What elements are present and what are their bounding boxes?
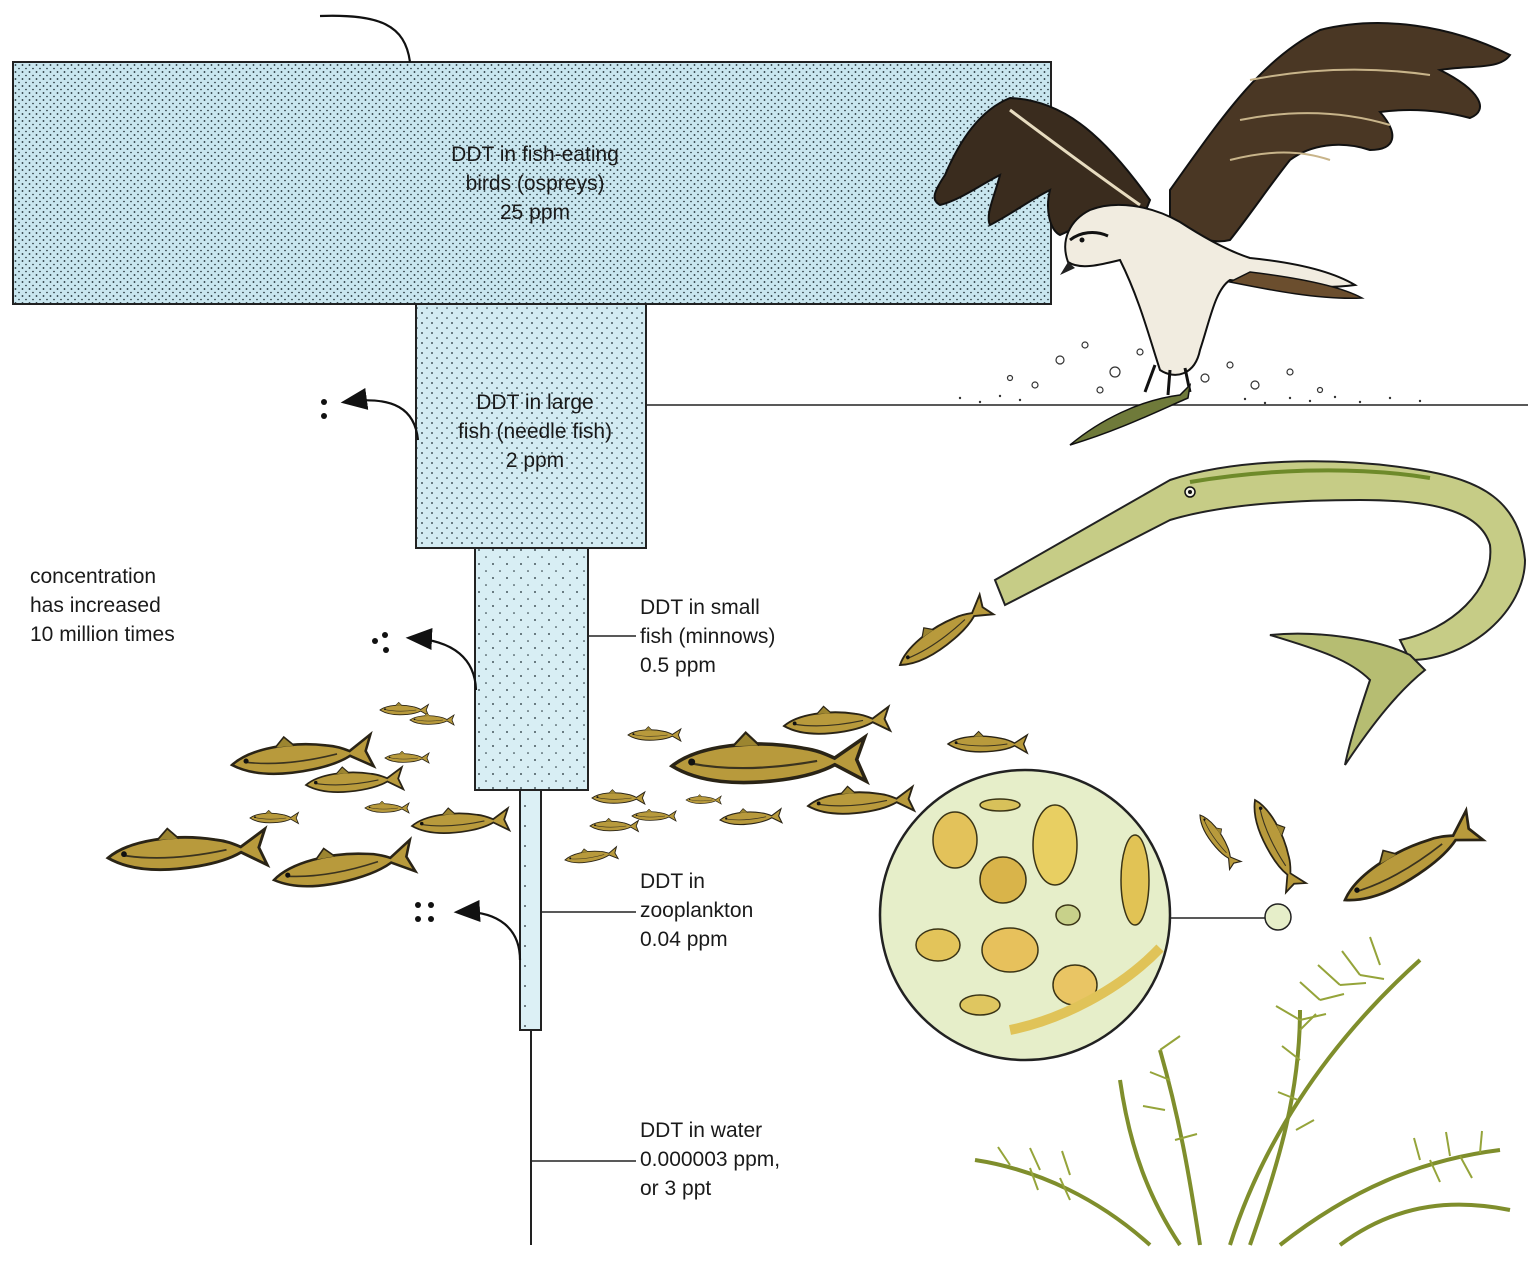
zooplankton-arrow bbox=[458, 912, 520, 960]
ddt-level-blocks bbox=[13, 62, 1051, 1245]
needlefish-tail bbox=[1270, 634, 1425, 765]
zooplankton-label-line3: 0.04 ppm bbox=[640, 925, 753, 954]
minnow bbox=[380, 702, 428, 715]
minnow bbox=[783, 702, 890, 738]
minnow bbox=[671, 728, 866, 788]
small-fish-label-line1: DDT in small bbox=[640, 593, 775, 622]
small-fish-block bbox=[475, 548, 588, 790]
small-fish-label-line2: fish (minnows) bbox=[640, 622, 775, 651]
zooplankton-label-line1: DDT in bbox=[640, 867, 753, 896]
birds-label-line3: 25 ppm bbox=[400, 198, 670, 227]
small-fish-label: DDT in small fish (minnows) 0.5 ppm bbox=[640, 593, 775, 680]
minnow bbox=[590, 818, 638, 831]
minnow bbox=[1333, 805, 1483, 915]
caught-fish bbox=[1070, 385, 1190, 445]
minnow bbox=[250, 810, 298, 823]
minnow bbox=[948, 731, 1027, 753]
minnow bbox=[890, 591, 993, 675]
large-fish-label: DDT in large fish (needle fish) 2 ppm bbox=[420, 388, 650, 475]
minnow bbox=[807, 782, 914, 818]
concentration-note-line3: 10 million times bbox=[30, 620, 175, 649]
zooplankton-source-dot bbox=[1265, 904, 1291, 930]
birds-label-line1: DDT in fish-eating bbox=[400, 140, 670, 169]
minnow bbox=[686, 794, 721, 804]
water-label: DDT in water 0.000003 ppm, or 3 ppt bbox=[640, 1116, 780, 1203]
minnow bbox=[410, 713, 454, 725]
concentration-note: concentration has increased 10 million t… bbox=[30, 562, 175, 649]
water-label-line3: or 3 ppt bbox=[640, 1174, 780, 1203]
minnow bbox=[1194, 809, 1243, 869]
zooplankton-label-line2: zooplankton bbox=[640, 896, 753, 925]
minnow bbox=[411, 804, 509, 837]
minnow bbox=[719, 806, 782, 827]
concentration-note-line1: concentration bbox=[30, 562, 175, 591]
minnow bbox=[592, 790, 645, 804]
water-surface bbox=[959, 395, 1421, 404]
osprey-right-wing bbox=[1170, 23, 1510, 241]
large-fish-label-line1: DDT in large bbox=[420, 388, 650, 417]
large-fish-label-line3: 2 ppm bbox=[420, 446, 650, 475]
zooplankton-label: DDT in zooplankton 0.04 ppm bbox=[640, 867, 753, 954]
minnow bbox=[106, 822, 267, 876]
birds-label-line2: birds (ospreys) bbox=[400, 169, 670, 198]
zooplankton-illustration bbox=[880, 770, 1291, 1060]
water-label-line1: DDT in water bbox=[640, 1116, 780, 1145]
small-fish-arrow bbox=[410, 638, 476, 690]
minnow-school-illustration bbox=[106, 591, 1483, 915]
needlefish-body bbox=[995, 461, 1525, 660]
large-fish-arrow bbox=[345, 400, 418, 440]
water-label-line2: 0.000003 ppm, bbox=[640, 1145, 780, 1174]
needlefish-illustration bbox=[995, 461, 1525, 765]
zooplankton-block bbox=[520, 790, 541, 1030]
minnow bbox=[628, 727, 681, 741]
minnow bbox=[270, 833, 415, 895]
birds-label: DDT in fish-eating birds (ospreys) 25 pp… bbox=[400, 140, 670, 227]
minnow bbox=[365, 801, 409, 813]
small-fish-label-line3: 0.5 ppm bbox=[640, 651, 775, 680]
large-fish-label-line2: fish (needle fish) bbox=[420, 417, 650, 446]
concentration-note-line2: has increased bbox=[30, 591, 175, 620]
minnow bbox=[632, 809, 676, 821]
minnow bbox=[385, 751, 429, 763]
top-arrow bbox=[320, 16, 410, 62]
minnow bbox=[1245, 793, 1310, 892]
minnow bbox=[564, 844, 618, 866]
